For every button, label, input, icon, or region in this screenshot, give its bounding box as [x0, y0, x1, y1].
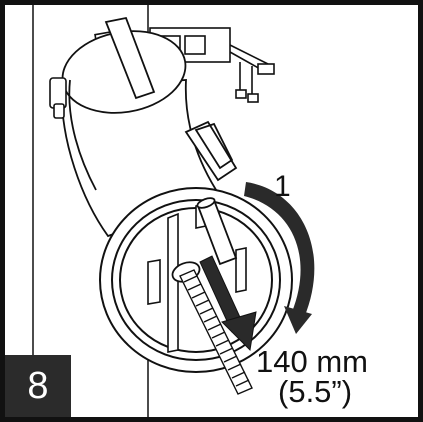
step-number-badge: 8 [5, 355, 71, 417]
distance-metric-label: 140 mm [256, 344, 368, 379]
side-latch [49, 77, 67, 119]
threaded-rod [179, 269, 253, 395]
rotation-arrow [244, 182, 315, 334]
distance-imperial-label: (5.5”) [278, 374, 353, 409]
rotation-step-label: 1 [274, 170, 291, 203]
rod-cylinder [171, 197, 238, 283]
pipe-clamp [104, 16, 238, 182]
ring-struts [147, 203, 247, 353]
step-number: 8 [27, 364, 49, 407]
push-arrow [199, 255, 257, 352]
mounting-bracket [94, 27, 275, 103]
